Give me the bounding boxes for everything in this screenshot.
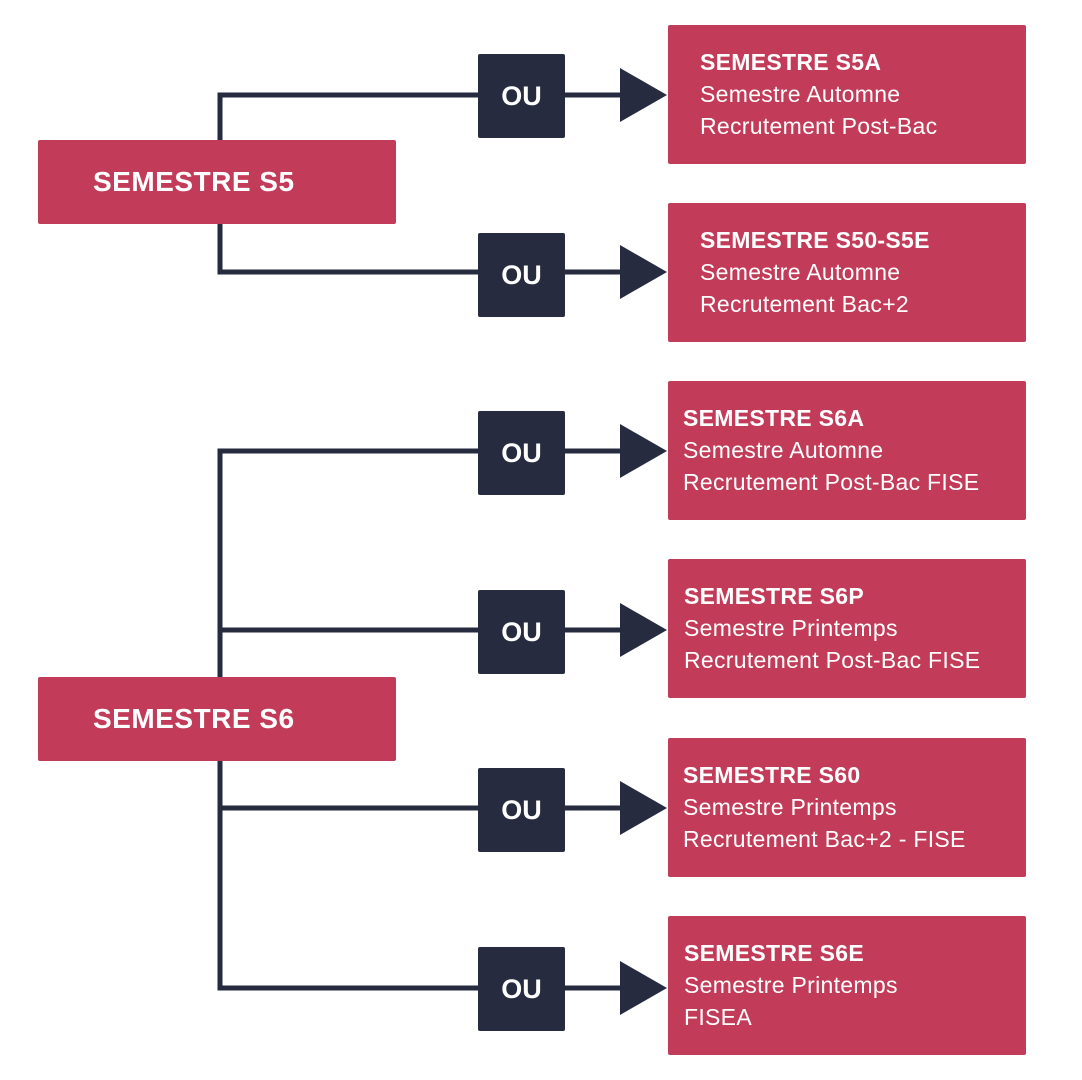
target-title: SEMESTRE S60: [683, 762, 861, 788]
source-node-label: SEMESTRE S5: [93, 166, 295, 197]
ou-label: OU: [501, 973, 542, 1004]
target-node-s5a: SEMESTRE S5A Semestre Automne Recrutemen…: [668, 25, 1026, 164]
target-season: Semestre Printemps: [684, 615, 898, 641]
target-recruitment: Recrutement Post-Bac: [700, 113, 938, 139]
target-season: Semestre Automne: [683, 437, 884, 463]
target-node-s60: SEMESTRE S60 Semestre Printemps Recrutem…: [668, 738, 1026, 877]
target-season: Semestre Automne: [700, 81, 901, 107]
target-recruitment: Recrutement Bac+2: [700, 291, 910, 317]
target-season: Semestre Automne: [700, 259, 901, 285]
target-node-s6p: SEMESTRE S6P Semestre Printemps Recrutem…: [668, 559, 1026, 698]
target-node-s6e: SEMESTRE S6E Semestre Printemps FISEA: [668, 916, 1026, 1055]
ou-connector-box: OU: [478, 947, 565, 1031]
ou-label: OU: [501, 616, 542, 647]
target-recruitment: FISEA: [684, 1004, 752, 1030]
ou-connector-box: OU: [478, 411, 565, 495]
arrow-head-icon: [620, 781, 667, 835]
ou-label: OU: [501, 80, 542, 111]
target-recruitment: Recrutement Post-Bac FISE: [684, 647, 981, 673]
ou-label: OU: [501, 437, 542, 468]
ou-connector-box: OU: [478, 233, 565, 317]
source-node-label: SEMESTRE S6: [93, 703, 295, 734]
target-title: SEMESTRE S6P: [684, 583, 864, 609]
target-season: Semestre Printemps: [684, 972, 898, 998]
target-season: Semestre Printemps: [683, 794, 897, 820]
target-title: SEMESTRE S6A: [683, 405, 865, 431]
target-title: SEMESTRE S50-S5E: [700, 227, 930, 253]
target-node-s6a: SEMESTRE S6A Semestre Automne Recrutemen…: [668, 381, 1026, 520]
arrow-head-icon: [620, 245, 667, 299]
target-title: SEMESTRE S6E: [684, 940, 864, 966]
arrow-head-icon: [620, 961, 667, 1015]
target-recruitment: Recrutement Post-Bac FISE: [683, 469, 980, 495]
source-node-s5: SEMESTRE S5: [38, 140, 396, 224]
ou-connector-box: OU: [478, 768, 565, 852]
arrow-head-icon: [620, 603, 667, 657]
ou-label: OU: [501, 259, 542, 290]
arrow-head-icon: [620, 68, 667, 122]
ou-connector-box: OU: [478, 54, 565, 138]
source-node-s6: SEMESTRE S6: [38, 677, 396, 761]
target-recruitment: Recrutement Bac+2 - FISE: [683, 826, 966, 852]
arrow-head-icon: [620, 424, 667, 478]
ou-label: OU: [501, 794, 542, 825]
target-node-s50-s5e: SEMESTRE S50-S5E Semestre Automne Recrut…: [668, 203, 1026, 342]
ou-connector-box: OU: [478, 590, 565, 674]
target-title: SEMESTRE S5A: [700, 49, 882, 75]
